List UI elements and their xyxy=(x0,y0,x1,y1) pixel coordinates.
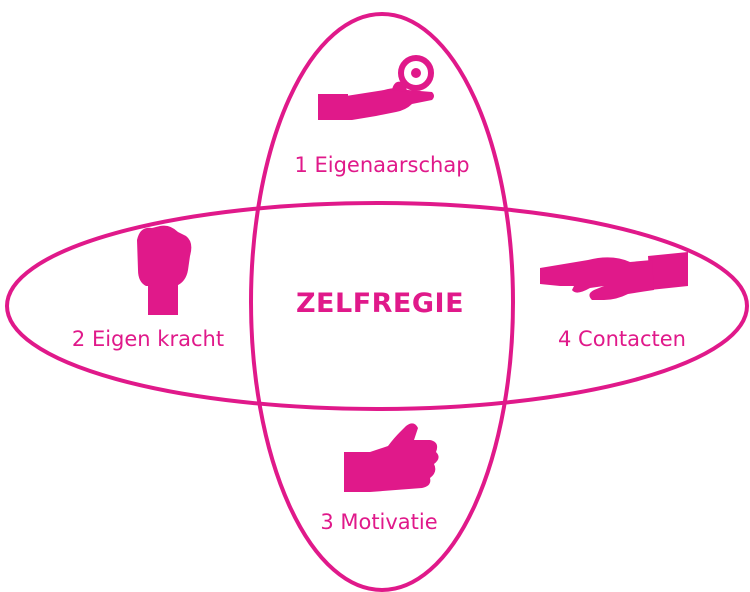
node-label-contacten: 4 Contacten xyxy=(558,327,686,351)
hand-offering-coin-icon xyxy=(318,55,434,120)
node-label-eigen-kracht: 2 Eigen kracht xyxy=(72,327,224,351)
node-label-eigenaarschap: 1 Eigenaarschap xyxy=(294,153,469,177)
reaching-hand-icon xyxy=(540,252,688,300)
thumbs-up-icon xyxy=(344,423,439,492)
raised-fist-icon xyxy=(137,225,192,315)
horizontal-ellipse xyxy=(5,201,749,411)
center-label: ZELFREGIE xyxy=(296,288,464,319)
node-label-motivatie: 3 Motivatie xyxy=(320,510,437,534)
vertical-ellipse xyxy=(249,12,515,592)
